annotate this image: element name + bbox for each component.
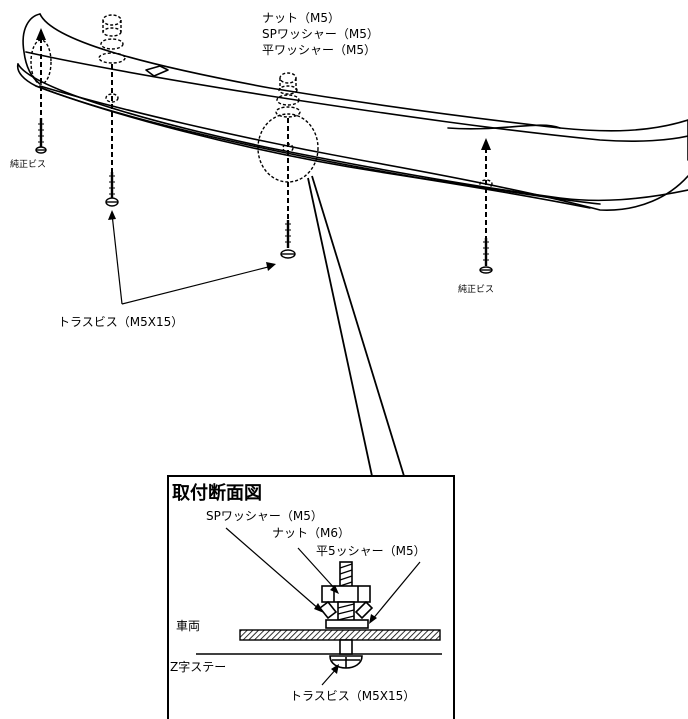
- detail-label-flat-washer: 平5ッシャー（M5）: [316, 544, 426, 558]
- flat-washer: [325, 619, 369, 629]
- label-oem-screw-right: 純正ビス: [458, 285, 495, 295]
- spoiler-left-end: [22, 13, 41, 85]
- oem-screw-left: [30, 28, 52, 154]
- truss-screw-center: [257, 72, 319, 259]
- detail-label-truss-screw: トラスビス（M5X15）: [290, 689, 416, 703]
- label-sp-washer-m5: SPワッシャー（M5）: [262, 27, 379, 41]
- nut: [321, 585, 371, 603]
- spoiler-ridge: [25, 51, 688, 143]
- sp-washer: [318, 600, 338, 620]
- label-flat-washer-m5: 平ワッシャー（M5）: [262, 43, 376, 57]
- spoiler-lower-edge: [17, 63, 688, 202]
- lip-spoiler: [16, 13, 688, 211]
- bolt-stack: [318, 561, 374, 669]
- fasteners: [30, 14, 493, 274]
- label-nut-m5: ナット（M5）: [262, 11, 340, 25]
- detail-title: 取付断面図: [172, 483, 262, 504]
- zoom-lines: [307, 175, 405, 477]
- label-oem-screw-left: 純正ビス: [10, 160, 47, 170]
- detail-leaders: [225, 527, 421, 686]
- spoiler-top-edge: [39, 13, 688, 132]
- truss-screw-left: [98, 14, 126, 207]
- detail-box: [167, 475, 455, 719]
- oem-screw-right: [479, 138, 493, 274]
- vehicle-panel: [239, 629, 441, 641]
- truss-leaders: [108, 210, 276, 305]
- clip-slot: [145, 65, 169, 77]
- detail-label-nut: ナット（M6）: [272, 526, 350, 540]
- detail-label-vehicle: 車両: [176, 619, 201, 633]
- label-truss-screw: トラスビス（M5X15）: [58, 315, 184, 329]
- detail-label-z-stay: Z字ステー: [170, 660, 227, 674]
- detail-label-sp-washer: SPワッシャー（M5）: [206, 509, 323, 523]
- spoiler-bottom-lip: [39, 85, 688, 211]
